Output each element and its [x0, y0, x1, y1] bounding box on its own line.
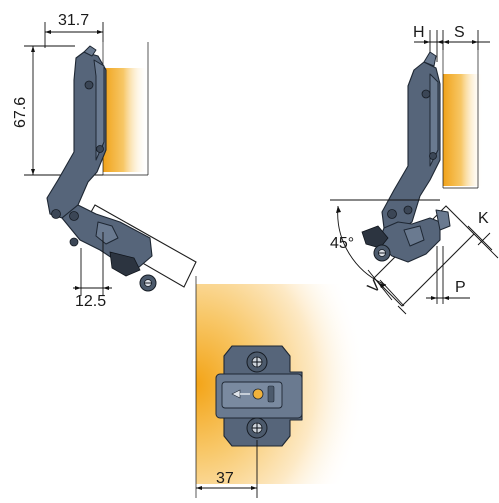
label-67-6: 67.6: [12, 97, 29, 128]
dimension-k: K: [467, 210, 499, 259]
right-hinge-drawing: H S: [330, 24, 499, 315]
mounting-plate-top-view-icon: [215, 345, 303, 447]
label-12-5: 12.5: [75, 293, 106, 310]
left-hinge-drawing: 31.7 67.6: [12, 12, 197, 310]
label-37: 37: [216, 470, 234, 487]
dimension-top-width: 31.7: [44, 12, 104, 48]
label-p: P: [455, 279, 466, 296]
dimension-plate-width: 37: [196, 440, 258, 498]
label-h: H: [413, 24, 425, 41]
dimension-bottom-offset: 12.5: [73, 232, 112, 310]
mounting-plate-drawing: 37: [195, 276, 366, 498]
hinge-side-view-icon: [46, 45, 157, 292]
dimension-p: P: [426, 246, 470, 304]
dimension-h-s: H S: [413, 24, 490, 62]
label-31-7: 31.7: [58, 12, 89, 29]
dimension-left-height: 67.6: [12, 45, 103, 176]
label-k: K: [478, 210, 489, 227]
label-45-deg: 45°: [330, 235, 354, 252]
label-s: S: [454, 24, 465, 41]
hinge-side-view-open-icon: [361, 51, 451, 263]
